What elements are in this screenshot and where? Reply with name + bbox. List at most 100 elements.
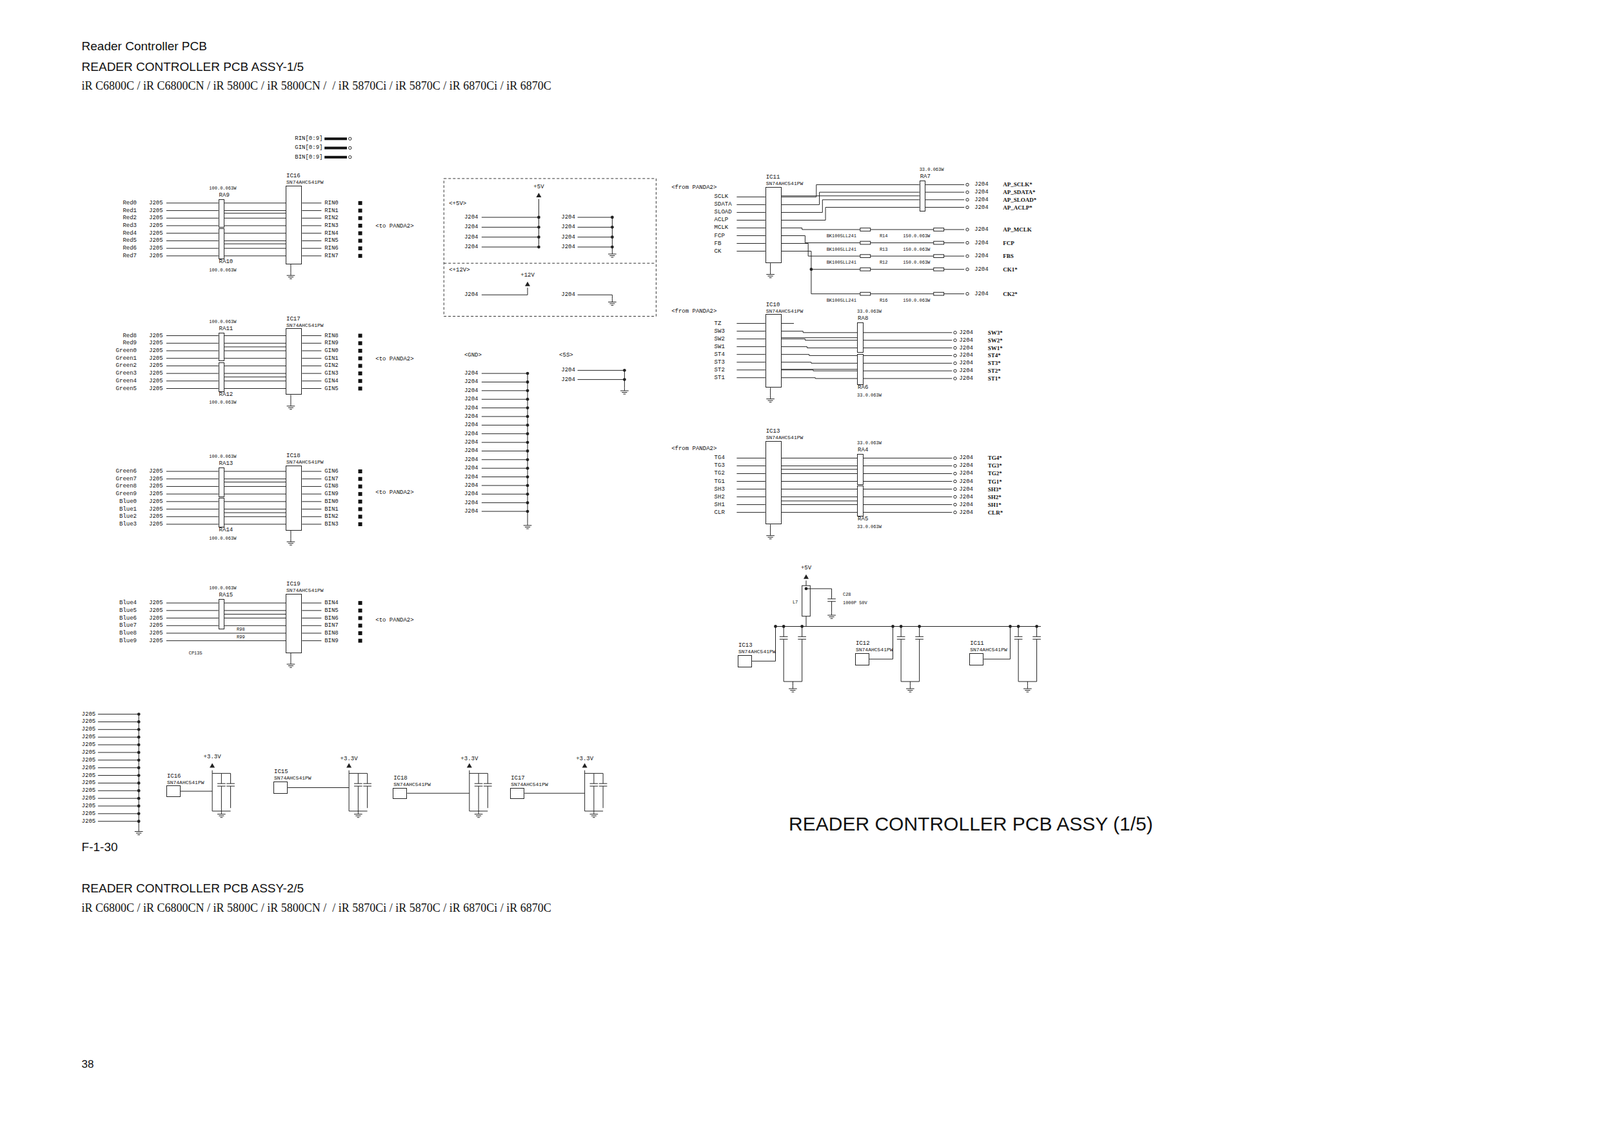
wire (290, 653, 291, 662)
schematic-label: BIN4 (324, 600, 339, 607)
wire (736, 338, 765, 340)
wire (166, 508, 219, 510)
part-heading: RA11 (219, 326, 234, 333)
schematic-label: J205 (81, 711, 97, 718)
capacitor-symbol (831, 601, 832, 613)
connector-pin (953, 495, 957, 498)
part-heading: RA5 (857, 516, 869, 524)
connector-pin (953, 354, 957, 357)
wire (166, 225, 219, 226)
schematic-label: J204 (464, 224, 479, 231)
dashed-region (443, 178, 656, 317)
wire (166, 388, 219, 389)
wire (584, 770, 585, 812)
resistor-symbol (933, 228, 945, 232)
wire (478, 808, 480, 812)
part-number: SN74AHC541PW (167, 780, 205, 787)
wire (524, 793, 585, 794)
capacitor-symbol (1036, 639, 1038, 682)
schematic-label: J204 (464, 244, 479, 251)
wire (166, 335, 219, 336)
schematic-label: RIN1 (324, 207, 339, 214)
wire (348, 770, 350, 812)
wire (301, 486, 322, 487)
schematic-label: 100.0.063W (208, 535, 237, 541)
ground-symbol (609, 303, 615, 304)
wire (290, 264, 291, 273)
resistor-array: RA14 (218, 497, 225, 528)
schematic-label: J205 (81, 764, 97, 771)
wire (224, 478, 286, 480)
signal-terminal (358, 238, 363, 243)
wire (301, 248, 322, 249)
schematic-label: <to PANDA2> (375, 223, 414, 230)
wire (166, 486, 219, 487)
wire (224, 255, 286, 257)
capacitor-symbol (230, 786, 231, 809)
wire (224, 516, 286, 518)
ground-symbol (766, 274, 775, 275)
schematic-label: BIN2 (324, 513, 339, 520)
schematic-label: J205 (81, 780, 97, 787)
wire (138, 714, 140, 829)
capacitor-symbol (915, 636, 924, 638)
schematic-label: GIN7 (324, 475, 339, 482)
wire (577, 236, 613, 238)
schematic-label: GIN4 (324, 377, 339, 384)
wire (863, 339, 953, 341)
signal-terminal (358, 201, 363, 206)
wire (301, 632, 322, 634)
schematic-label: RIN0 (324, 199, 339, 206)
capacitor-symbol (354, 783, 363, 785)
schematic-label: Green2 (116, 363, 137, 369)
wire (527, 373, 529, 523)
schematic-label: TG4* (987, 455, 1003, 462)
part-heading: IC11SN74AHC541PW (969, 641, 1008, 654)
signal-terminal (358, 208, 363, 213)
part-number: SN74AHC541PW (286, 588, 324, 594)
schematic-label: +3.3V (340, 756, 358, 763)
schematic-label: iR C6800C / iR C6800CN / iR 5800C / iR 5… (81, 902, 552, 914)
schematic-label: AP_SDATA* (1002, 189, 1036, 196)
part-number: SN74AHC541PW (738, 649, 776, 656)
wire (577, 370, 625, 371)
wire (863, 481, 953, 482)
part-reference: RA5 (857, 516, 869, 524)
schematic-label: ST1 (714, 374, 725, 381)
resistor-array: RA7 (919, 180, 926, 211)
schematic-label: J205 (148, 355, 164, 362)
part-reference: RA7 (920, 174, 931, 181)
wire (212, 770, 213, 812)
schematic-label: <from PANDA2> (671, 446, 717, 453)
wire (98, 790, 139, 792)
wire (166, 471, 219, 473)
ground-symbol (791, 691, 795, 693)
schematic-label: 150.0.063W (902, 260, 930, 266)
schematic-label: F-1-30 (81, 840, 119, 854)
connector-pin (348, 146, 352, 149)
wire (224, 610, 286, 611)
wire (98, 813, 139, 814)
wire (166, 640, 286, 642)
schematic-label: Red4 (122, 230, 137, 237)
part-reference: IC13 (766, 428, 804, 436)
wire (781, 362, 858, 364)
wire (624, 370, 625, 388)
wire (224, 225, 286, 226)
capacitor-symbol (363, 783, 372, 785)
schematic-label: iR C6800C / iR C6800CN / iR 5800C / iR 5… (81, 79, 552, 92)
schematic-label: J204 (958, 360, 974, 367)
ground-symbol (1026, 691, 1029, 693)
ic-package: IC13SN74AHC541PW (737, 655, 752, 668)
schematic-label: C28 (842, 592, 852, 598)
wire (481, 442, 528, 444)
part-reference: IC16 (167, 773, 205, 781)
wire (983, 626, 1010, 660)
schematic-label: 38 (81, 1058, 95, 1070)
wire (863, 496, 953, 498)
schematic-label: J204 (958, 329, 974, 336)
ground-symbol (612, 299, 613, 303)
schematic-label: J204 (464, 465, 479, 472)
ground-symbol (769, 401, 772, 403)
